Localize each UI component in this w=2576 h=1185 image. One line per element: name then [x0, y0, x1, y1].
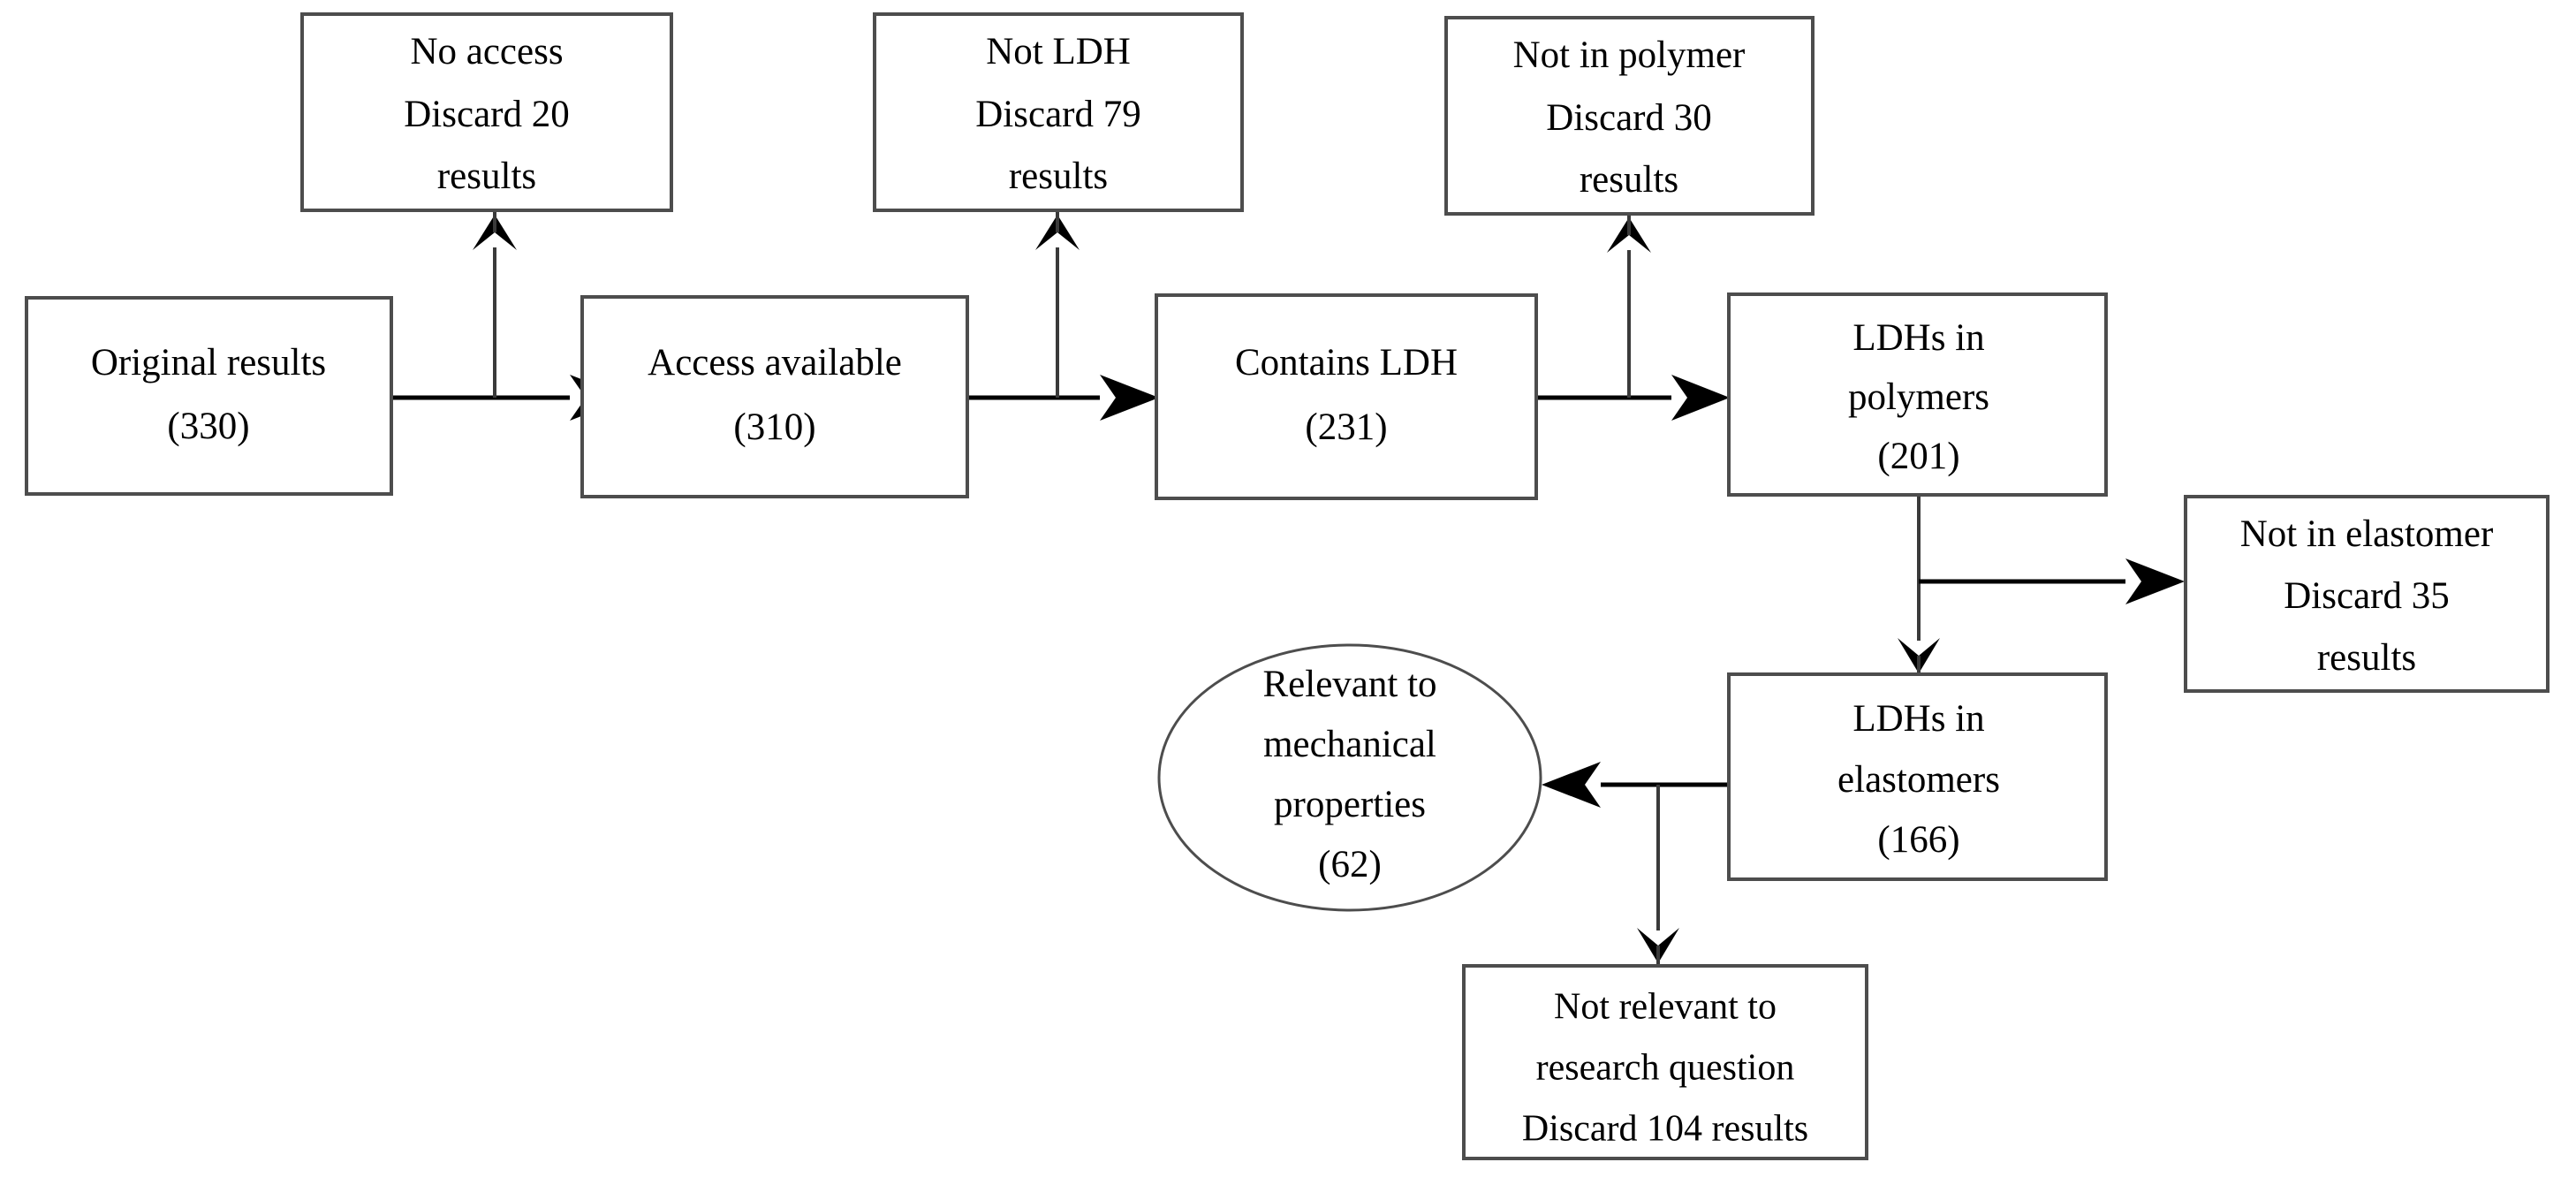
arrow-head-right-icon: [1671, 375, 1730, 421]
node-ldhs-in-elastomers[interactable]: LDHs in elastomers (166): [1727, 672, 2108, 881]
node-box[interactable]: [2184, 495, 2549, 693]
node-label-line-1: Not in polymer: [1513, 34, 1746, 76]
edge-access-available-to-contains-ldh: [966, 375, 1159, 421]
node-label-line-1: Not relevant to: [1554, 987, 1777, 1028]
node-label-line-2: (330): [167, 406, 249, 447]
node-relevant-to-mechanical-properties[interactable]: Relevant to mechanical properties (62): [1157, 643, 1542, 912]
node-label-line-1: Relevant to: [1262, 664, 1436, 705]
edge-contains-ldh-to-not-in-polymer: [1607, 215, 1651, 398]
node-ellipse[interactable]: [1157, 643, 1542, 912]
node-box[interactable]: [580, 295, 969, 498]
node-box[interactable]: [25, 296, 393, 496]
node-not-ldh[interactable]: Not LDH Discard 79 results: [873, 12, 1244, 212]
node-not-in-polymer[interactable]: Not in polymer Discard 30 results: [1444, 16, 1815, 216]
node-contains-ldh[interactable]: Contains LDH (231): [1155, 293, 1538, 500]
node-label-line-2: research question: [1536, 1048, 1795, 1089]
node-label-line-1: LDHs in: [1852, 698, 1984, 740]
edge-contains-ldh-to-ldhs-in-polymers: [1535, 375, 1730, 421]
node-label-line-2: Discard 20: [404, 94, 569, 135]
node-no-access[interactable]: No access Discard 20 results: [300, 12, 673, 212]
arrow-head-right-icon: [2125, 558, 2185, 604]
node-original-results[interactable]: Original results (330): [25, 296, 393, 496]
edge-access-available-to-not-ldh: [1035, 212, 1080, 398]
node-box[interactable]: [1444, 16, 1815, 216]
node-label-line-2: (310): [733, 406, 815, 448]
node-label-line-3: properties: [1274, 784, 1426, 825]
edge-ldhs-in-elastomers-to-relevant: [1542, 762, 1727, 808]
node-label-line-3: (201): [1877, 436, 1959, 477]
node-label-line-1: LDHs in: [1852, 317, 1984, 359]
node-label-line-3: results: [1580, 159, 1678, 201]
node-box[interactable]: [300, 12, 673, 212]
node-label-line-2: Discard 35: [2284, 575, 2449, 617]
node-label-line-2: Discard 30: [1546, 97, 1711, 139]
node-box[interactable]: [1155, 293, 1538, 500]
node-label-line-1: Contains LDH: [1235, 342, 1458, 384]
node-label-line-1: Not LDH: [986, 31, 1131, 72]
node-box[interactable]: [1462, 964, 1868, 1160]
node-label-line-2: polymers: [1848, 376, 1989, 418]
edge-ldhs-in-polymers-to-not-in-elastomer: [1919, 558, 2185, 604]
edge-ldhs-in-elastomers-to-not-relevant: [1637, 785, 1679, 965]
node-ldhs-in-polymers[interactable]: LDHs in polymers (201): [1727, 292, 2108, 497]
edge-ldhs-in-polymers-to-ldhs-in-elastomers: [1898, 495, 1940, 674]
node-label-line-2: (231): [1305, 406, 1387, 448]
node-box[interactable]: [1727, 292, 2108, 497]
node-not-relevant[interactable]: Not relevant to research question Discar…: [1462, 964, 1868, 1160]
arrow-head-right-icon: [1100, 375, 1159, 421]
node-label-line-4: (62): [1318, 844, 1382, 885]
node-box[interactable]: [873, 12, 1244, 212]
node-label-line-2: mechanical: [1263, 724, 1436, 765]
node-label-line-2: elastomers: [1837, 759, 2000, 801]
node-access-available[interactable]: Access available (310): [580, 295, 969, 498]
node-label-line-2: Discard 79: [975, 94, 1140, 135]
node-label-line-3: Discard 104 results: [1522, 1109, 1808, 1150]
node-label-line-3: results: [2317, 637, 2416, 679]
node-label-line-3: (166): [1877, 819, 1959, 861]
node-label-line-1: No access: [410, 31, 563, 72]
node-label-line-1: Access available: [648, 342, 902, 384]
node-not-in-elastomer[interactable]: Not in elastomer Discard 35 results: [2184, 495, 2549, 693]
node-box[interactable]: [1727, 672, 2108, 881]
arrow-head-left-icon: [1542, 762, 1601, 808]
node-label-line-1: Not in elastomer: [2240, 513, 2494, 555]
edge-original-results-to-no-access: [473, 212, 517, 398]
node-label-line-3: results: [1009, 156, 1108, 197]
node-label-line-1: Original results: [91, 342, 326, 384]
node-label-line-3: results: [437, 156, 536, 197]
